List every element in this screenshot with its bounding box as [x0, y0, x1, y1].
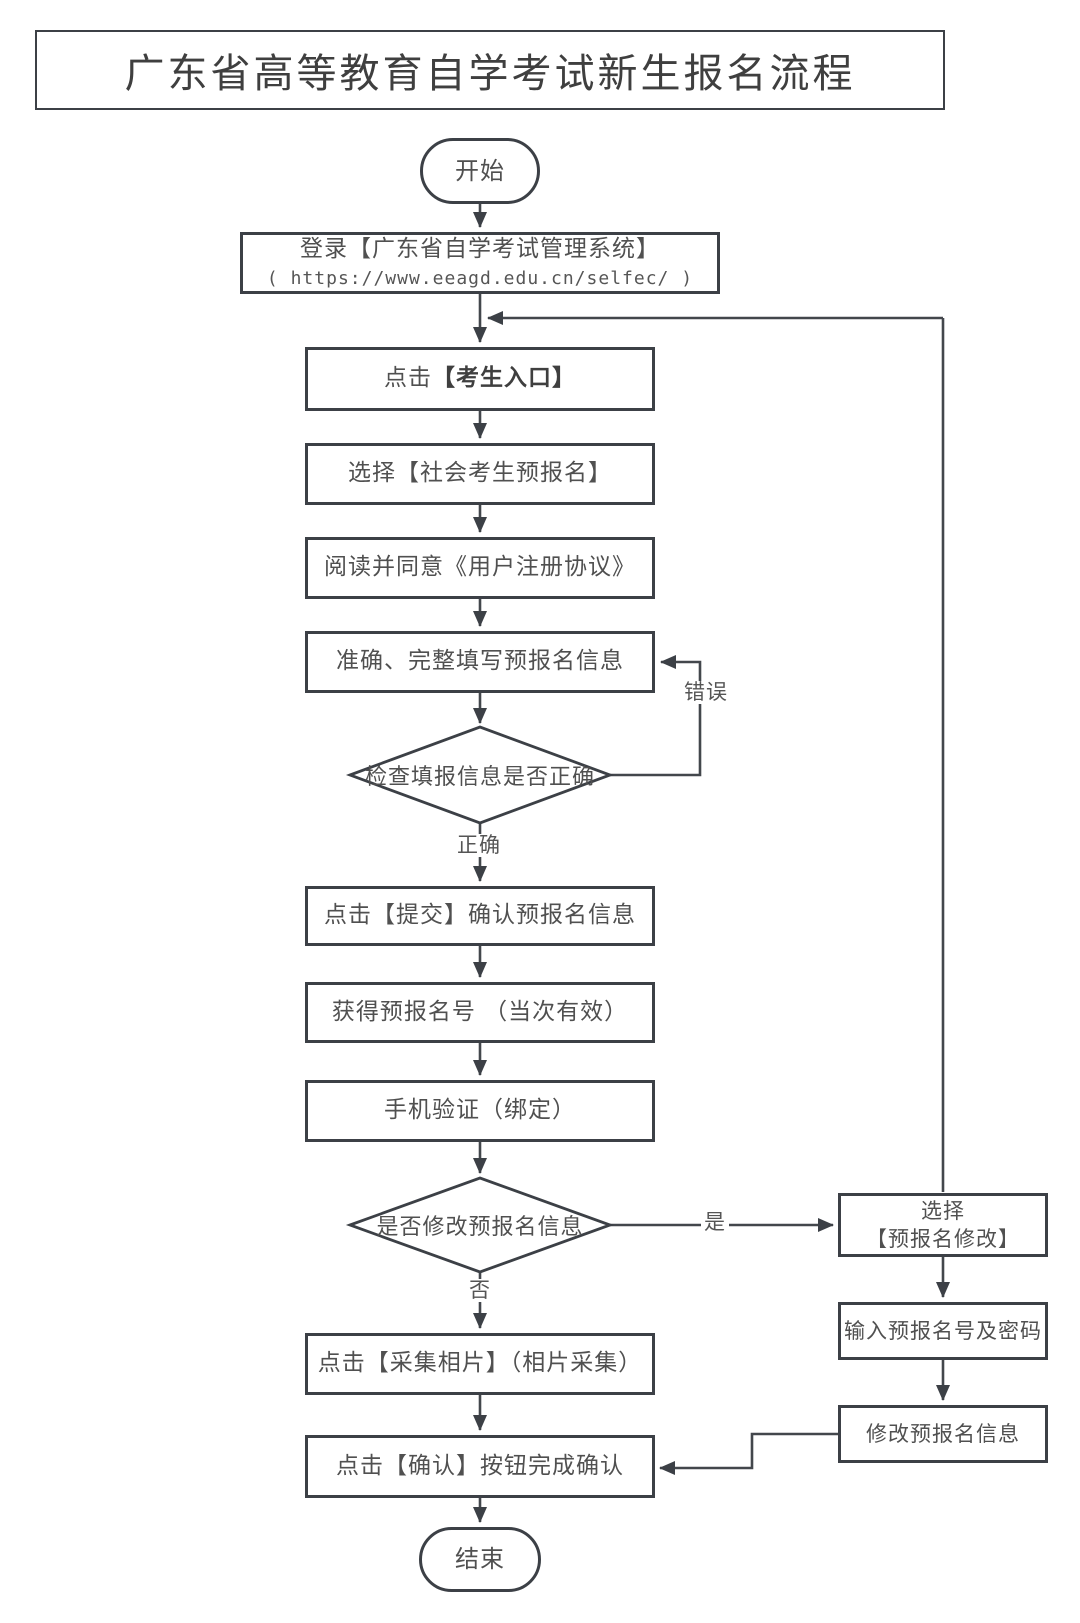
- node-photo: 点击【采集相片】（相片采集）: [305, 1333, 655, 1395]
- decision-modify: 是否修改预报名信息: [358, 1210, 602, 1240]
- node-select-preregister: 选择【社会考生预报名】: [305, 443, 655, 505]
- edge-error-loop: [610, 655, 702, 777]
- confirm-label: 点击【确认】按钮完成确认: [336, 1452, 624, 1479]
- select-preregister-label: 选择【社会考生预报名】: [348, 460, 612, 487]
- entry-bold: 【考生入口】: [432, 365, 576, 392]
- submit-label: 点击【提交】确认预报名信息: [324, 902, 636, 929]
- edge-modify-confirm: [659, 1432, 838, 1475]
- get-number-label: 获得预报名号 （当次有效）: [331, 998, 629, 1025]
- entry-label: 点击【考生入口】: [384, 363, 576, 394]
- agreement-label: 阅读并同意《用户注册协议》: [324, 554, 636, 581]
- photo-label: 点击【采集相片】（相片采集）: [317, 1350, 643, 1377]
- node-agreement: 阅读并同意《用户注册协议》: [305, 537, 655, 599]
- node-submit: 点击【提交】确认预报名信息: [305, 886, 655, 946]
- node-select-modify: 选择 【预报名修改】: [838, 1193, 1048, 1257]
- page-title: 广东省高等教育自学考试新生报名流程: [124, 51, 856, 97]
- check-info-label: 检查填报信息是否正确: [364, 765, 595, 790]
- phone-verify-label: 手机验证（绑定）: [384, 1097, 576, 1124]
- title-box: 广东省高等教育自学考试新生报名流程: [35, 30, 945, 110]
- node-get-number: 获得预报名号 （当次有效）: [305, 982, 655, 1043]
- label-correct: 正确: [454, 833, 504, 858]
- decision-check-info-shape: [345, 725, 615, 825]
- fill-info-label: 准确、完整填写预报名信息: [336, 648, 624, 675]
- node-phone-verify: 手机验证（绑定）: [305, 1080, 655, 1142]
- node-start-label: 开始: [455, 156, 505, 185]
- node-start: 开始: [420, 138, 540, 204]
- entry-prefix: 点击: [384, 365, 432, 392]
- node-login: 登录【广东省自学考试管理系统】 ( https://www.eeagd.edu.…: [240, 232, 720, 294]
- select-modify-line2: 【预报名修改】: [866, 1227, 1020, 1251]
- node-confirm: 点击【确认】按钮完成确认: [305, 1435, 655, 1498]
- decision-modify-shape: [345, 1176, 615, 1274]
- modify-info-label: 修改预报名信息: [866, 1421, 1020, 1446]
- modify-decision-label: 是否修改预报名信息: [376, 1215, 584, 1240]
- input-number-label: 输入预报名号及密码: [844, 1318, 1042, 1343]
- label-yes: 是: [701, 1210, 729, 1235]
- select-modify-line1: 选择: [921, 1198, 965, 1223]
- node-modify-info: 修改预报名信息: [838, 1405, 1048, 1463]
- login-line1: 登录【广东省自学考试管理系统】: [300, 236, 660, 263]
- label-error: 错误: [681, 680, 731, 705]
- node-fill-info: 准确、完整填写预报名信息: [305, 631, 655, 693]
- login-url: ( https://www.eeagd.edu.cn/selfec/ ): [266, 268, 694, 290]
- decision-check-info: 检查填报信息是否正确: [358, 760, 602, 790]
- label-no: 否: [466, 1278, 494, 1303]
- node-input-number: 输入预报名号及密码: [838, 1302, 1048, 1360]
- node-end: 结束: [419, 1527, 541, 1592]
- node-entry: 点击【考生入口】: [305, 347, 655, 411]
- node-end-label: 结束: [455, 1545, 505, 1574]
